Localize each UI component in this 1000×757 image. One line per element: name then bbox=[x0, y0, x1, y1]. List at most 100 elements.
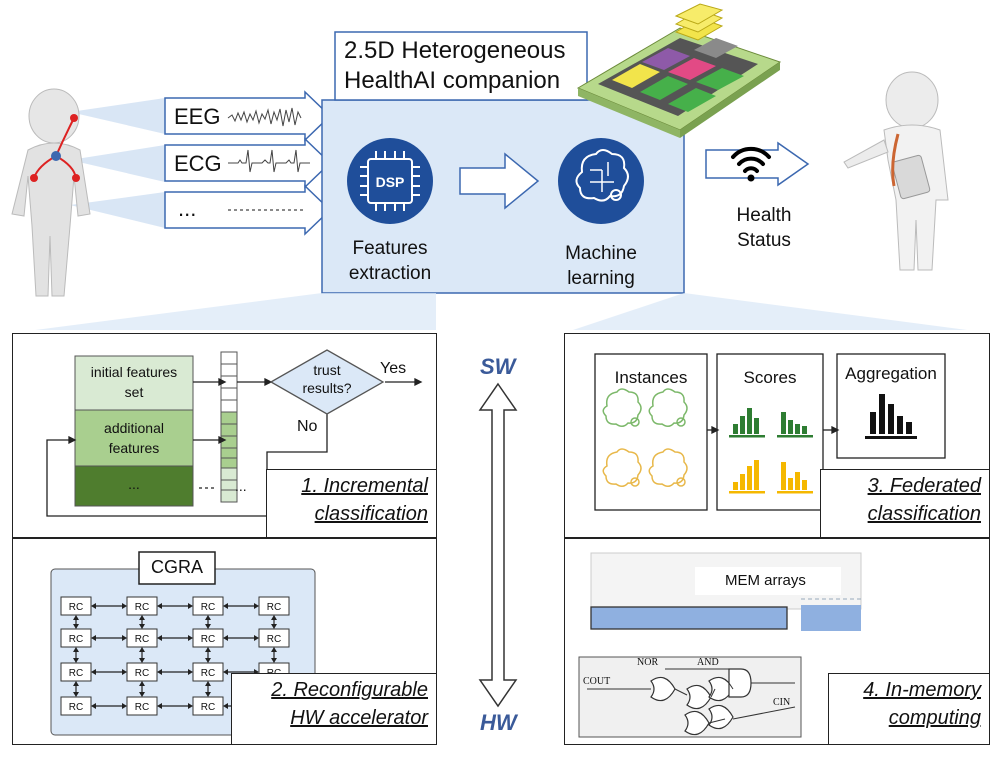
brain-icon bbox=[558, 138, 644, 224]
health-status-arrow bbox=[705, 141, 810, 187]
process-arrow bbox=[459, 152, 540, 210]
companion-title: 2.5D Heterogeneous HealthAI companion bbox=[344, 36, 565, 96]
yes-label: Yes bbox=[380, 360, 407, 377]
score-chart-icon bbox=[777, 412, 813, 438]
feature-box-additional-label: additional features bbox=[75, 418, 193, 458]
health-status-label: Health Status bbox=[716, 203, 812, 253]
companion-title-box bbox=[334, 31, 588, 101]
panel-federated-classification: Instances Scores Aggregation bbox=[564, 333, 990, 538]
decision-line1: trust bbox=[313, 362, 341, 378]
panel-in-memory-computing: MEM arrays NOR AND COUT CIN bbox=[564, 538, 990, 745]
gate-and-label: AND bbox=[697, 657, 719, 668]
cgra-label-box bbox=[138, 551, 216, 585]
federated-diagram bbox=[594, 353, 946, 511]
decision-label: trust results? bbox=[285, 361, 369, 397]
rc-cell-label: RC bbox=[201, 668, 215, 679]
signal-label-eeg: EEG bbox=[174, 104, 221, 129]
instance-brain-4 bbox=[648, 448, 688, 487]
rc-cell-label: RC bbox=[69, 634, 83, 645]
rc-cell-label: RC bbox=[135, 634, 149, 645]
panel2-caption-line2: HW accelerator bbox=[290, 707, 428, 729]
panel2-caption-line1: 2. Reconfigurable bbox=[271, 679, 428, 701]
cout-label: COUT bbox=[583, 676, 611, 687]
panel1-caption: 1. Incremental classification bbox=[266, 469, 437, 538]
health-line2: Status bbox=[737, 230, 791, 251]
cgra-label: CGRA bbox=[150, 557, 203, 577]
panel3-caption-line2: classification bbox=[867, 503, 981, 525]
dsp-icon bbox=[347, 138, 433, 224]
mem-arrays-label: MEM arrays bbox=[725, 572, 806, 589]
signal-beam-other bbox=[70, 192, 165, 228]
score-chart-icon bbox=[729, 408, 765, 438]
rc-cell-label: RC bbox=[69, 668, 83, 679]
rc-cell-label: RC bbox=[201, 602, 215, 613]
wifi-icon bbox=[731, 146, 771, 173]
rc-cell-label: RC bbox=[135, 702, 149, 713]
cin-label: CIN bbox=[773, 697, 791, 708]
eeg-arrow bbox=[164, 90, 332, 142]
panel2-caption: 2. Reconfigurable HW accelerator bbox=[231, 673, 437, 745]
instance-brain-2 bbox=[648, 388, 688, 427]
ecg-arrow bbox=[164, 137, 332, 189]
panel-incremental-classification: initial features set additional features… bbox=[12, 333, 437, 538]
chip-icon bbox=[576, 3, 782, 138]
companion-title-line1: 2.5D Heterogeneous bbox=[344, 37, 566, 64]
panel3-caption-line1: 3. Federated bbox=[867, 475, 981, 497]
instances-label: Instances bbox=[614, 368, 688, 387]
rc-cell-label: RC bbox=[201, 634, 215, 645]
patient-figure bbox=[11, 88, 91, 297]
rc-cell-label: RC bbox=[135, 668, 149, 679]
initial-line1: initial features bbox=[90, 364, 178, 380]
signal-label-ecg: ECG bbox=[174, 151, 222, 176]
mem-array-side bbox=[801, 605, 861, 631]
panel4-caption-line1: 4. In-memory bbox=[863, 679, 981, 701]
rc-cell-label: RC bbox=[267, 602, 281, 613]
features-extraction-label: Features extraction bbox=[330, 236, 450, 286]
decision-line2: results? bbox=[302, 380, 352, 396]
panel4-caption: 4. In-memory computing bbox=[828, 673, 990, 745]
rc-cell-label: RC bbox=[267, 634, 281, 645]
instance-brain-3 bbox=[602, 448, 642, 487]
features-line2: extraction bbox=[348, 263, 432, 284]
mem-label-box bbox=[695, 567, 841, 595]
health-line1: Health bbox=[736, 205, 792, 226]
rc-cell-label: RC bbox=[201, 702, 215, 713]
rc-cell-label: RC bbox=[69, 602, 83, 613]
additional-line2: features bbox=[108, 440, 160, 456]
feature-box-more-label: ... bbox=[128, 476, 140, 492]
score-charts bbox=[729, 408, 813, 494]
signal-beam-eeg bbox=[70, 98, 165, 134]
hw-label: HW bbox=[480, 710, 517, 735]
projection-left bbox=[35, 293, 436, 330]
scores-label: Scores bbox=[743, 368, 797, 387]
vector-dots-label: ... bbox=[235, 478, 247, 494]
features-line1: Features bbox=[352, 238, 428, 259]
rc-cell-label: RC bbox=[135, 602, 149, 613]
panel1-caption-line1: 1. Incremental bbox=[301, 475, 428, 497]
gate-nor-label: NOR bbox=[637, 657, 659, 668]
feature-box-additional bbox=[74, 409, 194, 467]
mem-array-front bbox=[590, 606, 788, 630]
initial-line2: set bbox=[124, 384, 144, 400]
doctor-figure bbox=[843, 71, 949, 271]
incremental-diagram bbox=[46, 349, 423, 517]
logic-gates bbox=[650, 668, 752, 736]
no-label: No bbox=[297, 418, 318, 435]
feature-box-initial bbox=[74, 355, 194, 411]
rc-cell-label: RC bbox=[69, 702, 83, 713]
eeg-waveform bbox=[227, 107, 302, 127]
feature-box-more bbox=[74, 465, 194, 507]
signal-beam-ecg bbox=[70, 145, 165, 182]
aggregation-chart-icon bbox=[865, 394, 917, 439]
panel3-caption: 3. Federated classification bbox=[820, 469, 990, 538]
panel4-caption-line2: computing bbox=[888, 707, 981, 729]
signal-label-other: ... bbox=[178, 196, 197, 221]
decision-diamond bbox=[269, 349, 385, 415]
instance-brain-1 bbox=[602, 388, 642, 427]
score-chart-icon bbox=[777, 462, 813, 494]
machine-learning-label: Machine learning bbox=[545, 241, 657, 291]
ml-line2: learning bbox=[567, 268, 635, 289]
companion-title-line2: HealthAI companion bbox=[344, 67, 561, 94]
score-chart-icon bbox=[729, 460, 765, 494]
ecg-waveform bbox=[228, 149, 310, 173]
